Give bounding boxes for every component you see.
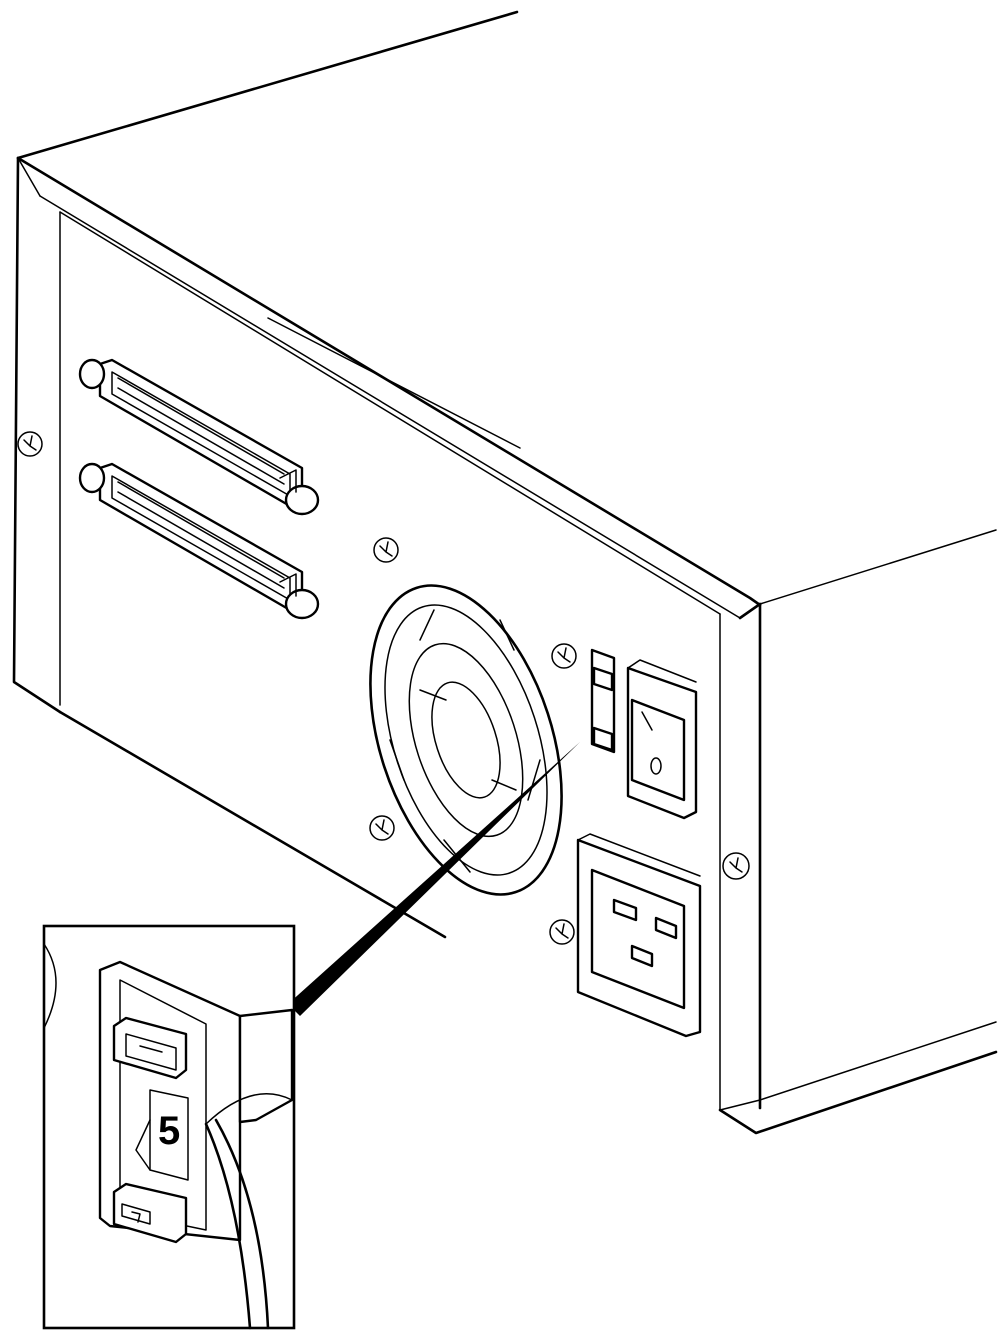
screw-right-bezel: [722, 852, 750, 880]
screw-left-bezel: [17, 431, 43, 457]
screw-fan-top: [373, 537, 399, 563]
fan-grille: [369, 584, 563, 896]
scsi-connector-top: [78, 358, 320, 516]
power-inlet: [576, 833, 702, 1038]
scsi-id-display: 5: [135, 1089, 189, 1181]
scsi-id-decrement-button: [112, 1182, 188, 1244]
screw-power-inlet: [549, 919, 575, 945]
screw-fan-right: [551, 643, 577, 669]
screw-fan-left: [369, 815, 395, 841]
callout-pointer: [288, 742, 580, 1016]
scsi-id-increment-button: [112, 1016, 188, 1080]
power-rocker-switch: [626, 659, 698, 820]
drive-enclosure: [12, 10, 998, 1135]
scsi-id-digit: 5: [158, 1109, 180, 1153]
scsi-connector-bottom: [78, 462, 320, 620]
scsi-id-switch-small: [590, 648, 616, 754]
inset-detail-box: 5: [42, 924, 296, 1330]
